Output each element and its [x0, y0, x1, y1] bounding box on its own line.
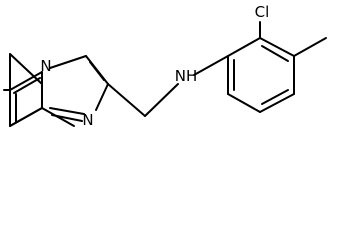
- imidazole-ring: [49, 55, 109, 122]
- bond: [9, 107, 43, 127]
- bond: [9, 71, 43, 91]
- ring-nitrogen-top-label: N: [40, 57, 51, 75]
- bond: [49, 55, 87, 69]
- six-membered-ring: [9, 71, 43, 94]
- bond: [227, 37, 261, 57]
- bond: [293, 37, 327, 57]
- bond: [261, 89, 289, 105]
- bond: [261, 45, 289, 62]
- bond: [89, 61, 105, 81]
- bond: [51, 114, 83, 122]
- substituent-bonds: [259, 21, 327, 57]
- methylene-linker: [107, 55, 229, 117]
- chlorine-atom-label: Cl: [255, 3, 270, 21]
- bond: [49, 107, 85, 115]
- bond: [13, 77, 41, 94]
- bond: [259, 37, 295, 57]
- bond: [193, 55, 229, 76]
- amine-atom-label: NH: [175, 67, 198, 85]
- bond: [95, 83, 109, 111]
- chemical-structure-diagram: Cl NH N N: [3, 3, 327, 129]
- bond: [259, 93, 295, 113]
- bond: [227, 93, 261, 113]
- benzene-ring: [227, 37, 295, 113]
- bond: [144, 83, 179, 117]
- molecule-drawing: Cl NH N N: [3, 3, 327, 129]
- bond: [107, 83, 146, 117]
- ring-nitrogen-bottom-label: N: [82, 111, 93, 129]
